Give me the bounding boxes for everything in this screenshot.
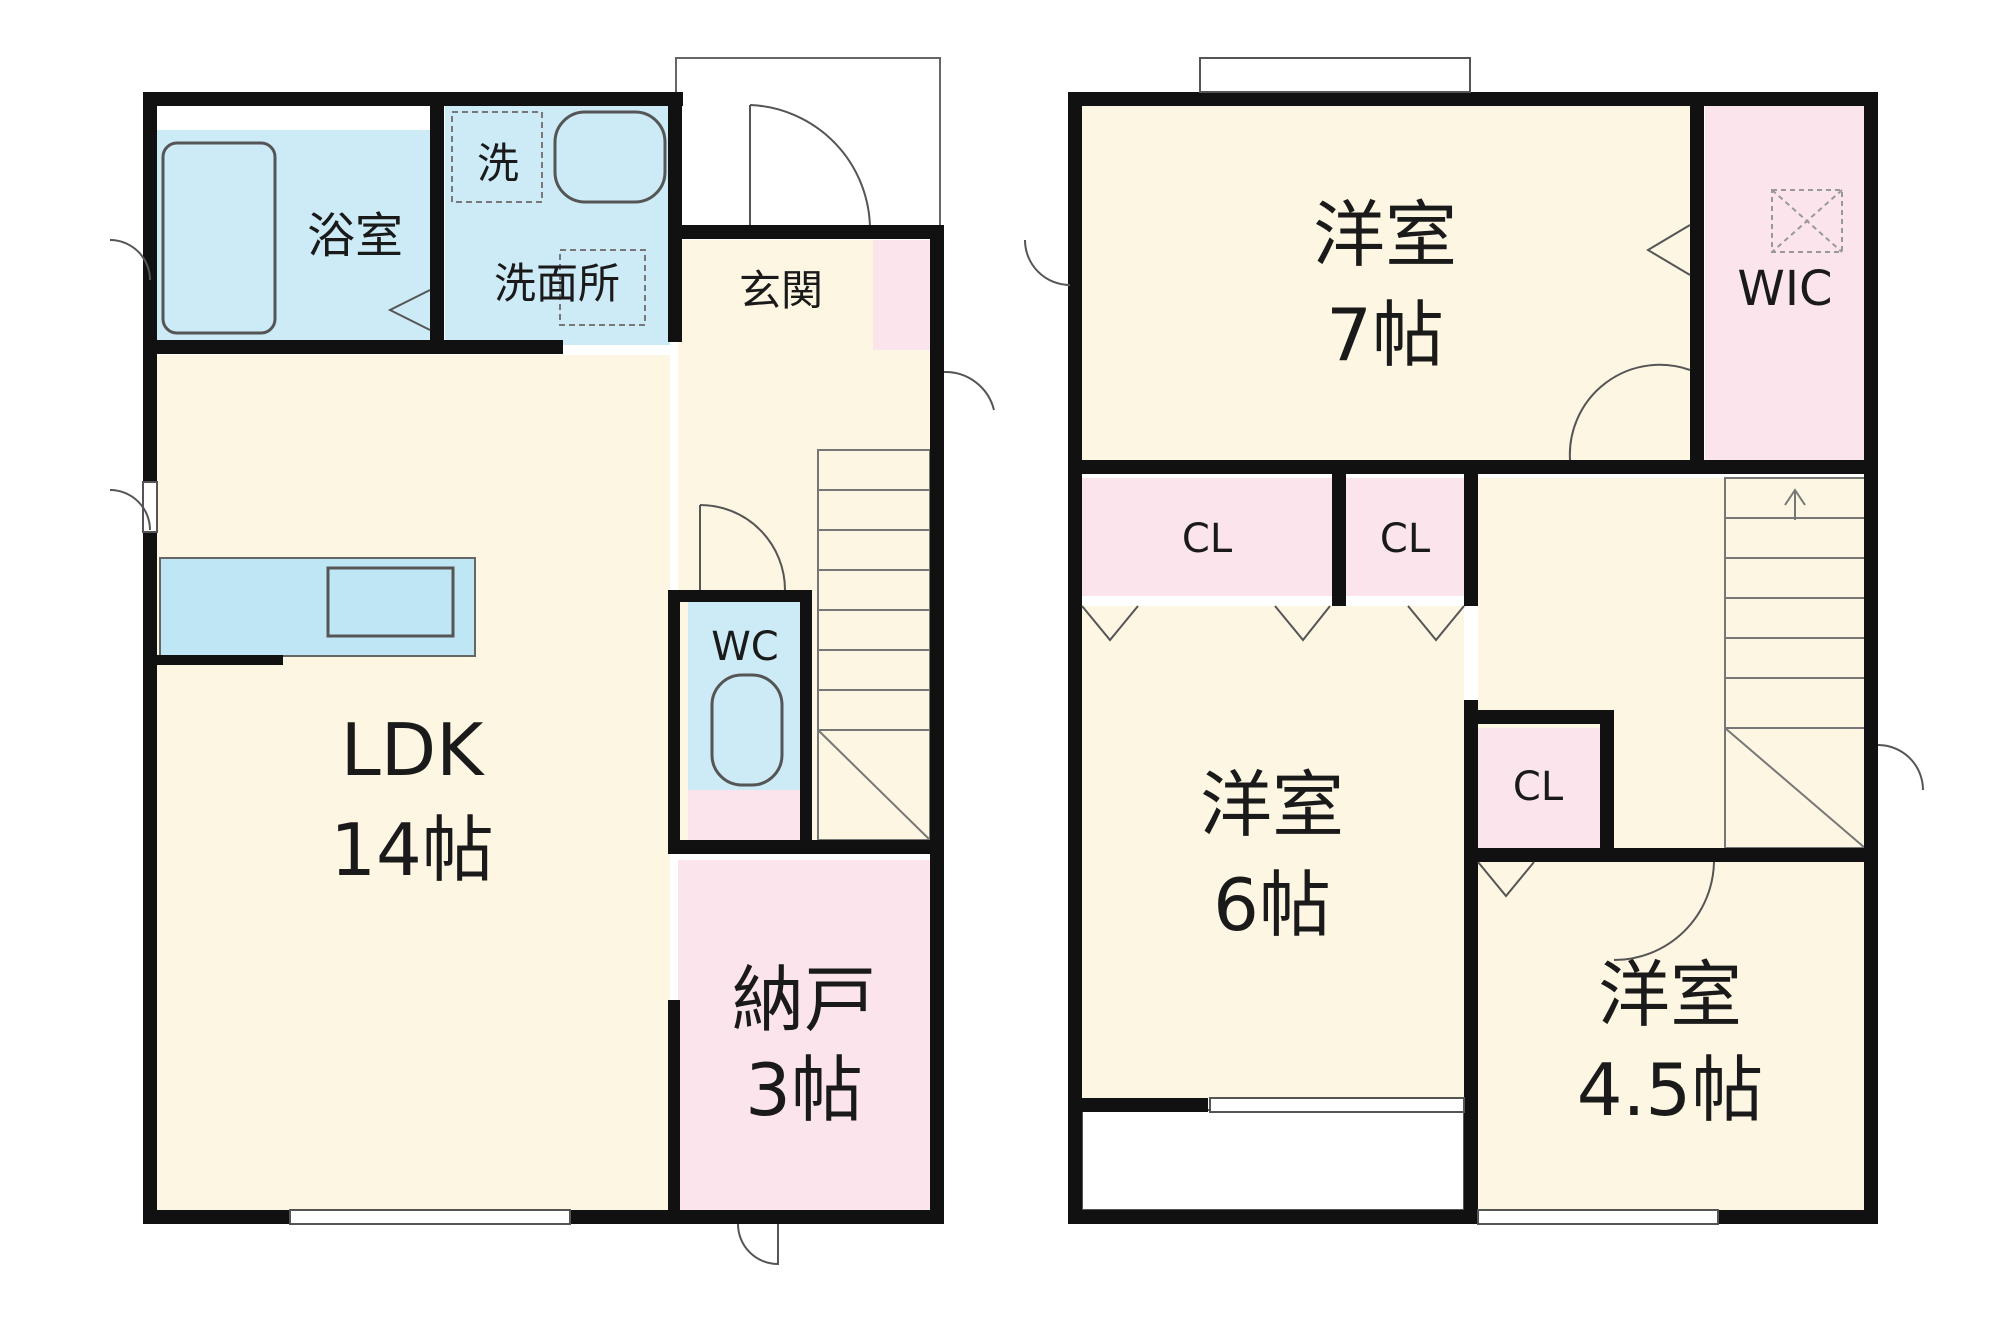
room7-size: 7帖 [1326, 293, 1444, 377]
wc-label: WC [711, 624, 778, 670]
room45-door-swing-icon [1613, 861, 1715, 961]
ldk-room [155, 355, 670, 1215]
exterior-door-swing-icon [1024, 239, 1071, 286]
closet-door-icon [1081, 605, 1535, 898]
cl2-label: CL [1380, 516, 1431, 562]
wc-storage [688, 790, 803, 840]
entrance-label: 玄関 [739, 266, 823, 315]
room7-label: 洋室 [1313, 193, 1457, 277]
wic-room [1705, 105, 1865, 460]
balcony [1081, 1109, 1465, 1211]
ldk-label: LDK [341, 708, 486, 792]
room6-label: 洋室 [1200, 763, 1344, 847]
vent-box [559, 249, 646, 326]
floor-1: 浴室 洗面所 洗 玄関 WC LDK 14帖 納戸 3帖 [109, 57, 995, 1266]
exterior-door-swing-icon [737, 1223, 779, 1266]
exterior-door-swing-icon [109, 239, 151, 531]
room6-size: 6帖 [1213, 863, 1331, 947]
room45-size: 4.5帖 [1577, 1048, 1764, 1132]
washer-label: 洗 [477, 139, 519, 188]
sink-icon [553, 110, 667, 204]
entrance-porch [675, 57, 941, 234]
kitchen-sink-icon [326, 566, 455, 638]
ldk-size: 14帖 [330, 808, 494, 892]
toilet-icon [710, 673, 784, 787]
cl2-closet [1346, 478, 1464, 596]
room7-door-swing-icon [1646, 224, 1691, 276]
bath-label: 浴室 [307, 208, 403, 264]
cl1-label: CL [1182, 516, 1233, 562]
bathtub-icon [161, 141, 277, 335]
cl3-closet [1478, 728, 1600, 848]
window [289, 1209, 571, 1225]
shoe-cabinet [873, 240, 930, 350]
window [1477, 1209, 1719, 1225]
entrance-area [678, 240, 873, 350]
exterior-door-swing-icon [943, 370, 995, 411]
storage-label: 納戸 [732, 958, 876, 1042]
ceiling-hatch-icon [1771, 189, 1843, 253]
room6-room [1082, 606, 1464, 1101]
wc-door-swing-icon [699, 504, 786, 591]
room45-room [1478, 860, 1865, 1212]
window [1209, 1097, 1465, 1113]
washroom-label: 洗面所 [494, 259, 620, 308]
bath-door-swing-icon [387, 289, 431, 331]
kitchen-counter [159, 557, 476, 657]
room7-room [1082, 105, 1690, 460]
room45-label: 洋室 [1598, 953, 1742, 1037]
exterior-door-swing-icon [1877, 744, 1924, 791]
entrance-door-swing-icon [749, 104, 872, 231]
storage-size: 3帖 [745, 1048, 863, 1132]
window [1199, 57, 1471, 93]
cl1-closet [1082, 478, 1332, 596]
room7-door-swing-icon [1568, 363, 1691, 461]
cl3-label: CL [1513, 764, 1564, 810]
washer-box [451, 111, 543, 203]
wic-label: WIC [1737, 261, 1832, 317]
floor-2: 洋室 7帖 WIC CL CL CL 洋室 6帖 洋室 4.5帖 [1024, 57, 1924, 1225]
storage-room [678, 860, 930, 1210]
